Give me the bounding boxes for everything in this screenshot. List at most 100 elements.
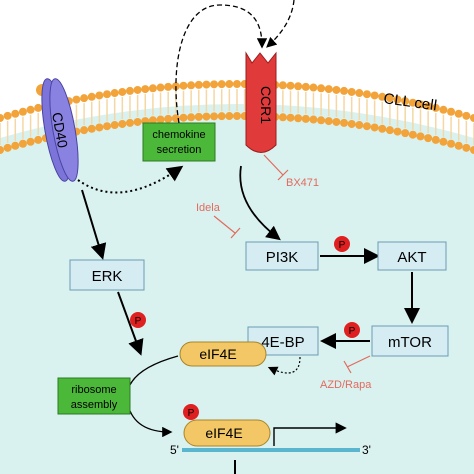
- lipid-head: [34, 103, 43, 112]
- phospho-label-3: P: [135, 316, 142, 327]
- lipid-head: [301, 114, 310, 123]
- pi3k-box: [245, 241, 319, 271]
- lipid-head: [171, 114, 180, 123]
- lipid-head: [95, 91, 104, 100]
- bx471-label: BX471: [286, 177, 319, 189]
- lipid-head: [179, 81, 188, 90]
- chemokine-secretion-box: [142, 122, 216, 162]
- cd40-label: CD40: [49, 111, 71, 149]
- pi3k-label: PI3K: [266, 249, 299, 266]
- ribosome-assembly-box: [57, 377, 131, 415]
- lipid-head: [3, 143, 12, 152]
- lipid-head: [309, 83, 318, 92]
- cd40-erk-arrow: [81, 189, 107, 260]
- lipid-head: [26, 137, 35, 146]
- akt-box: [377, 241, 447, 271]
- phospho-label-4: P: [188, 408, 195, 419]
- ribosome-label-line2: assembly: [71, 399, 118, 411]
- lipid-head: [355, 89, 364, 98]
- lipid-head: [447, 139, 456, 148]
- chemokine-label-line2: secretion: [157, 144, 202, 156]
- phospho-eif4e: P: [183, 404, 199, 420]
- ccr1-receptor: CCR1: [245, 51, 277, 153]
- lipid-head: [462, 143, 471, 152]
- lipid-head: [286, 113, 295, 122]
- ccr1-pi3k-arrow: [239, 165, 281, 241]
- lipid-head: [454, 141, 463, 150]
- lipid-head: [317, 116, 326, 125]
- lipid-head: [332, 117, 341, 126]
- lipid-head: [470, 114, 474, 122]
- mtor-label: mTOR: [388, 334, 432, 351]
- lipid-head: [194, 80, 203, 89]
- lipid-head: [118, 87, 127, 96]
- lipid-head: [148, 84, 157, 93]
- lipid-head: [156, 83, 165, 92]
- eif4e-top-label: eIF4E: [199, 346, 236, 362]
- lipid-head: [416, 132, 425, 141]
- erk-label: ERK: [92, 268, 123, 285]
- phospho-mtor: P: [344, 322, 360, 338]
- lipid-head: [385, 94, 394, 103]
- dashed-secretion-arrow: [175, 4, 268, 124]
- 4ebp-release-arrow: [267, 356, 301, 376]
- lipid-head: [332, 85, 341, 94]
- phospho-label-1: P: [339, 240, 346, 251]
- lipid-head: [294, 82, 303, 91]
- akt-label: AKT: [397, 249, 426, 266]
- lipid-head: [454, 109, 463, 118]
- lipid-head: [0, 114, 4, 122]
- lipid-head: [164, 82, 173, 91]
- lipid-head: [103, 122, 112, 131]
- cll-cell-label: CLL cell: [382, 90, 437, 114]
- lipid-head: [347, 119, 356, 128]
- lipid-head: [424, 102, 433, 111]
- lipid-head: [18, 107, 27, 116]
- lipid-head: [286, 81, 295, 90]
- lipid-head: [225, 112, 234, 121]
- five-prime-label: 5': [170, 443, 179, 457]
- lipid-head: [187, 113, 196, 122]
- ribosome-label-line1: ribosome: [71, 384, 116, 396]
- ccr1-label: CCR1: [258, 86, 274, 124]
- lipid-head: [385, 126, 394, 135]
- 4ebp-label: 4E-BP: [261, 334, 304, 351]
- azd-rapa-label: AZD/Rapa: [320, 379, 372, 391]
- lipid-head: [347, 87, 356, 96]
- cd40-receptor: CD40: [36, 78, 79, 182]
- lipid-head: [355, 121, 364, 130]
- idela-inhibitor-line: [213, 215, 241, 239]
- lipid-head: [0, 146, 4, 154]
- three-prime-label: 3': [362, 443, 371, 457]
- lipid-head: [309, 115, 318, 124]
- lipid-head: [72, 95, 81, 104]
- lipid-head: [26, 105, 35, 114]
- lipid-head: [141, 85, 150, 94]
- lipid-head: [118, 119, 127, 128]
- lipid-head: [11, 141, 20, 150]
- lipid-head: [401, 129, 410, 138]
- lipid-head: [439, 137, 448, 146]
- chemokine-label-line1: chemokine: [152, 129, 205, 141]
- lipid-head: [278, 81, 287, 90]
- lipid-head: [233, 80, 241, 88]
- lipid-head: [393, 127, 402, 136]
- lipid-head: [80, 94, 89, 103]
- erk-eif4e-arrow: [117, 291, 144, 356]
- translation-start-arrow: [273, 422, 347, 446]
- lipid-head: [378, 92, 387, 101]
- lipid-head: [210, 80, 219, 89]
- lipid-head: [431, 103, 440, 112]
- lipid-head: [401, 97, 410, 106]
- lipid-head: [133, 117, 142, 126]
- lipid-head: [393, 95, 402, 104]
- mtor-box: [371, 325, 449, 357]
- lipid-head: [217, 80, 226, 89]
- lipid-head: [87, 124, 96, 133]
- lipid-head: [362, 122, 371, 131]
- lipid-head: [462, 111, 471, 120]
- lipid-head: [317, 84, 326, 93]
- lipid-head: [470, 146, 474, 154]
- phospho-pi3k: P: [334, 236, 350, 252]
- lipid-head: [439, 105, 448, 114]
